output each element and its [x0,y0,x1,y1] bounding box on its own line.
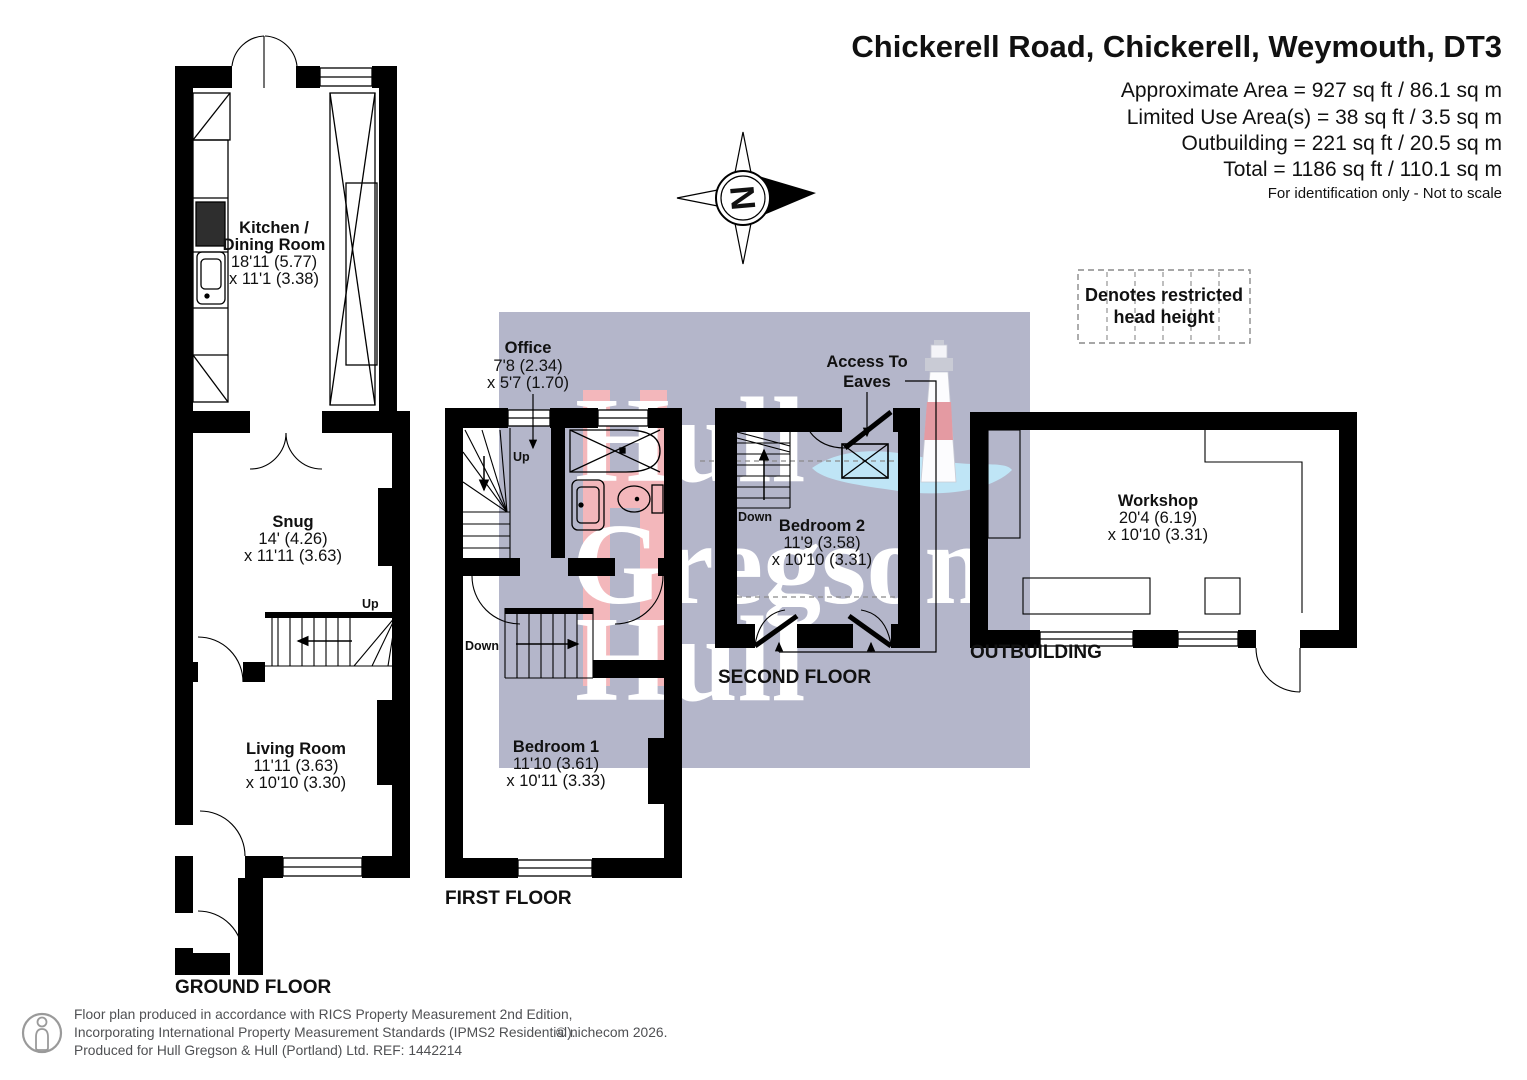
person-icon [21,1012,63,1054]
svg-text:x 11'11 (3.63): x 11'11 (3.63) [244,547,342,565]
svg-text:Office: Office [505,339,552,357]
workshop-label: Workshop 20'4 (6.19) x 10'10 (3.31) [1108,492,1208,544]
ground-floor-walls [175,66,410,975]
snug-label: Snug 14' (4.26) x 11'11 (3.63) [244,513,342,565]
legend-line-1: Denotes restricted [1085,285,1243,305]
bathtub-icon [569,429,661,473]
svg-text:Bedroom 1: Bedroom 1 [513,738,599,756]
header: Chickerell Road, Chickerell, Weymouth, D… [851,29,1502,202]
access-to-eaves-label: Access To Eaves [826,353,907,391]
area-line-1: Approximate Area = 927 sq ft / 86.1 sq m [1121,79,1502,102]
first-floor-walls [445,408,682,878]
office-label: Office 7'8 (2.34) x 5'7 (1.70) [487,339,569,392]
svg-text:18'11 (5.77): 18'11 (5.77) [231,253,317,271]
svg-text:14' (4.26): 14' (4.26) [258,530,327,548]
first-floor-stairs-down [504,608,594,679]
ground-floor-plan: Up Kitchen / Dining Room 18'11 (5.77) x … [175,35,410,998]
restricted-head-height-legend: Denotes restricted head height [1077,269,1251,344]
compass-north-letter: N [722,184,762,212]
second-floor-walls [715,408,920,648]
second-stairs-down-label: Down [738,510,772,524]
footer-copyright: © nichecom 2026. [556,1025,667,1040]
kitchen-label: Kitchen / Dining Room 18'11 (5.77) x 11'… [223,219,326,288]
tall-unit [329,92,376,406]
svg-text:Access To: Access To [826,353,907,371]
svg-text:Snug: Snug [272,513,313,531]
second-floor-plan: Down Access To Eaves Bedroom 2 11'9 (3.5… [700,353,937,688]
bedroom2-label: Bedroom 2 11'9 (3.58) x 10'10 (3.31) [772,517,872,569]
first-floor-doors [471,575,664,625]
outbuilding-walls [970,412,1357,648]
ground-floor-doors [197,35,323,957]
second-floor-stairs-down [736,431,791,509]
first-floor-plan: Up Down Office 7'8 (2.34) x 5'7 [445,339,682,909]
footer-line-2: Incorporating International Property Mea… [74,1025,576,1040]
svg-text:Bedroom 2: Bedroom 2 [779,517,865,535]
svg-text:11'9 (3.58): 11'9 (3.58) [783,534,860,552]
outbuilding-plan: Workshop 20'4 (6.19) x 10'10 (3.31) OUTB… [970,412,1357,693]
ground-stairs-up-label: Up [362,597,379,611]
svg-text:x 10'10 (3.30): x 10'10 (3.30) [246,774,346,792]
first-stairs-up-label: Up [513,450,530,464]
eaves-leader [774,380,937,653]
watermark-word-3: Hull [575,592,806,727]
bathroom-fixtures [569,429,664,531]
svg-text:7'8 (2.34): 7'8 (2.34) [493,357,562,375]
disclaimer: For identification only - Not to scale [1268,185,1502,202]
svg-text:20'4 (6.19): 20'4 (6.19) [1119,509,1197,527]
footer: Floor plan produced in accordance with R… [21,1007,667,1058]
outbuilding-door [1255,647,1301,693]
svg-text:x 5'7 (1.70): x 5'7 (1.70) [487,374,569,392]
outbuilding-title: OUTBUILDING [970,642,1102,663]
living-room-label: Living Room 11'11 (3.63) x 10'10 (3.30) [246,740,346,792]
first-stairs-down-label: Down [465,639,499,653]
page-title: Chickerell Road, Chickerell, Weymouth, D… [851,29,1502,64]
toilet-icon [617,485,651,513]
svg-text:x 10'10 (3.31): x 10'10 (3.31) [772,551,872,569]
footer-line-3: Produced for Hull Gregson & Hull (Portla… [74,1043,462,1058]
footer-line-1: Floor plan produced in accordance with R… [74,1007,572,1022]
svg-text:x 11'1 (3.38): x 11'1 (3.38) [229,270,319,288]
second-floor-title: SECOND FLOOR [718,667,871,688]
svg-text:Workshop: Workshop [1118,492,1198,510]
svg-text:Eaves: Eaves [843,373,891,391]
svg-text:11'10 (3.61): 11'10 (3.61) [513,755,599,773]
watermark-pink-h [583,390,667,686]
ground-floor-stairs [265,612,410,667]
outbuilding-windows [1039,631,1239,647]
legend-line-2: head height [1113,307,1214,327]
svg-text:11'11 (3.63): 11'11 (3.63) [253,757,338,775]
lighthouse-icon [920,340,957,483]
svg-text:Dining Room: Dining Room [223,236,326,254]
ground-floor-title: GROUND FLOOR [175,977,331,998]
area-line-4: Total = 1186 sq ft / 110.1 sq m [1223,158,1502,181]
bedroom1-label: Bedroom 1 11'10 (3.61) x 10'11 (3.33) [506,738,605,790]
kitchen-units [192,92,378,406]
svg-text:Living Room: Living Room [246,740,346,758]
workshop-benches [987,429,1303,615]
basin-icon [571,479,605,531]
svg-text:x 10'10 (3.31): x 10'10 (3.31) [1108,526,1208,544]
area-line-2: Limited Use Area(s) = 38 sq ft / 3.5 sq … [1127,106,1502,129]
first-floor-stairs-up [462,428,511,567]
watermark: Hull Gregson Hull [499,312,1030,768]
svg-text:Kitchen /: Kitchen / [239,219,309,237]
svg-text:x 10'11 (3.33): x 10'11 (3.33) [506,772,605,790]
ground-floor-windows [282,67,373,877]
compass-icon: N [676,131,816,265]
area-line-3: Outbuilding = 221 sq ft / 20.5 sq m [1182,132,1502,155]
first-floor-windows [507,409,649,877]
sink-icon [196,251,226,305]
eaves-hatch [841,443,889,479]
appliance-icon [195,201,226,247]
first-floor-title: FIRST FLOOR [445,888,572,909]
